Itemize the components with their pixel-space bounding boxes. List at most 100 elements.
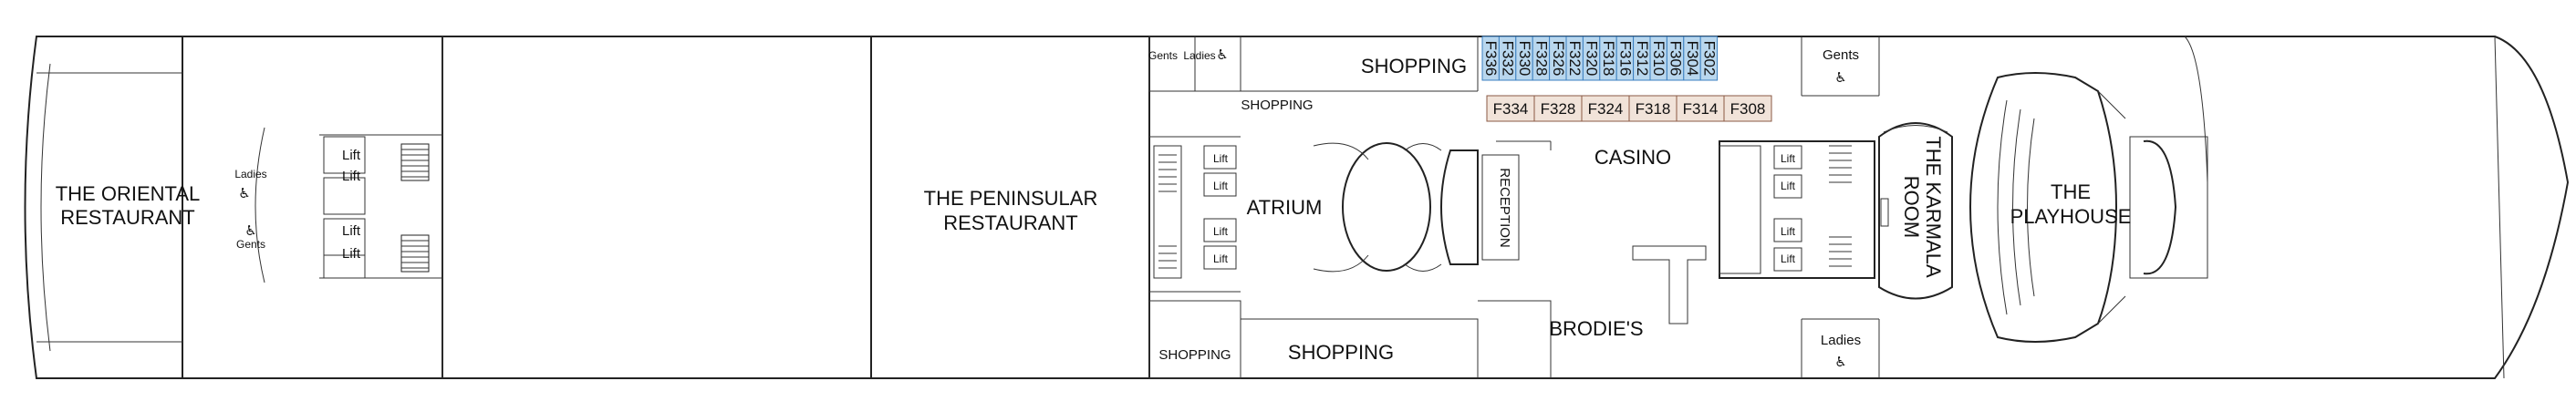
cabin-tan-box[interactable] bbox=[1676, 95, 1725, 122]
lift-label: Lift bbox=[342, 223, 361, 239]
cabin-blue[interactable]: F310 bbox=[1649, 36, 1667, 81]
cabin-blue[interactable]: F318 bbox=[1599, 36, 1617, 81]
lift-label: Lift bbox=[1213, 180, 1229, 192]
ladies-label-oriental: Ladies bbox=[234, 168, 266, 180]
oriental-restaurant-area: THE ORIENTAL RESTAURANT Ladies ♿ ♿ Gents… bbox=[36, 36, 443, 379]
cabin-blue-label: F318 bbox=[1600, 41, 1617, 77]
cabin-tan[interactable]: F328 bbox=[1533, 95, 1583, 122]
oriental-restaurant-label-2: RESTAURANT bbox=[60, 206, 195, 229]
karmala-room-area: THE KARMALA ROOM bbox=[1878, 122, 1953, 300]
cabin-blue-label: F306 bbox=[1667, 41, 1685, 77]
cabin-blue[interactable]: F306 bbox=[1666, 36, 1685, 81]
cabin-tan[interactable]: F314 bbox=[1676, 95, 1725, 122]
cabin-blue[interactable]: F328 bbox=[1532, 36, 1550, 81]
cabin-blue[interactable]: F332 bbox=[1498, 36, 1517, 81]
atrium-label: ATRIUM bbox=[1247, 196, 1323, 219]
lift-label: Lift bbox=[1213, 252, 1229, 265]
cabin-blue-label: F312 bbox=[1634, 41, 1651, 77]
atrium-stair-left bbox=[1158, 154, 1177, 269]
cabin-blue-box[interactable] bbox=[1699, 36, 1719, 81]
gents-label-atrium: Gents bbox=[1148, 49, 1178, 62]
cabin-tan-label: F314 bbox=[1683, 100, 1719, 118]
cabin-blue[interactable]: F320 bbox=[1582, 36, 1601, 81]
playhouse-area: THE PLAYHOUSE bbox=[1968, 72, 2208, 343]
cabin-blue[interactable]: F304 bbox=[1683, 36, 1701, 81]
stern-curve bbox=[40, 63, 51, 352]
cabin-blue-label: F322 bbox=[1566, 41, 1584, 77]
peninsular-restaurant-label-2: RESTAURANT bbox=[943, 211, 1078, 234]
cabin-blue[interactable]: F322 bbox=[1565, 36, 1584, 81]
cabin-tan-label: F334 bbox=[1493, 100, 1529, 118]
casino-label: CASINO bbox=[1594, 146, 1671, 169]
playhouse-label-1: THE bbox=[2051, 180, 2091, 203]
cabin-blue-label: F302 bbox=[1700, 41, 1718, 77]
hull-outline bbox=[24, 36, 2570, 379]
atrium-zone: SHOPPING SHOPPING SHOPPING SHOPPING ATRI… bbox=[1148, 36, 1479, 379]
cabin-tan-label: F328 bbox=[1541, 100, 1576, 118]
cabin-blue-label: F328 bbox=[1532, 41, 1550, 77]
cabin-blue-label: F316 bbox=[1616, 41, 1634, 77]
wheelchair-icon: ♿ bbox=[244, 223, 256, 239]
reception-area: RECEPTION bbox=[1440, 149, 1520, 265]
shopping-label-top: SHOPPING bbox=[1361, 55, 1467, 77]
cabin-blue-label: F320 bbox=[1584, 41, 1601, 77]
karmala-label-1: THE KARMALA bbox=[1922, 136, 1945, 278]
cabin-tan-box[interactable] bbox=[1723, 95, 1772, 122]
karmala-label-2: ROOM bbox=[1900, 176, 1923, 238]
cabin-blue-label: F336 bbox=[1482, 41, 1500, 77]
lift-label: Lift bbox=[1781, 252, 1796, 265]
peninsular-restaurant-area: THE PENINSULAR RESTAURANT bbox=[870, 36, 1150, 379]
cabin-blue-label: F330 bbox=[1516, 41, 1533, 77]
wheelchair-icon: ♿ bbox=[238, 186, 250, 201]
bow-curve bbox=[2184, 36, 2208, 183]
cabin-tan-label: F318 bbox=[1636, 100, 1671, 118]
cabin-blue-label: F332 bbox=[1500, 41, 1517, 77]
lift-label: Lift bbox=[1213, 152, 1229, 165]
brodies-label: BRODIE'S bbox=[1549, 317, 1643, 340]
cabin-tan-box[interactable] bbox=[1486, 95, 1535, 122]
aft-lift-core: Lift Lift Lift Lift bbox=[1719, 140, 1875, 279]
cabin-tan-label: F324 bbox=[1588, 100, 1624, 118]
wheelchair-icon: ♿ bbox=[1834, 355, 1846, 370]
wheelchair-icon: ♿ bbox=[1216, 47, 1228, 63]
cabin-blue-label: F310 bbox=[1650, 41, 1667, 77]
lift-label: Lift bbox=[342, 169, 361, 184]
wheelchair-icon: ♿ bbox=[1834, 70, 1846, 86]
cabin-tan[interactable]: F334 bbox=[1486, 95, 1535, 122]
cabin-tan[interactable]: F318 bbox=[1628, 95, 1678, 122]
lift-label: Lift bbox=[1781, 225, 1796, 238]
cabin-tan[interactable]: F324 bbox=[1581, 95, 1630, 122]
forward-toilets: Gents ♿ Ladies ♿ bbox=[1801, 36, 1880, 378]
cabin-blue[interactable]: F312 bbox=[1633, 36, 1651, 81]
reception-label: RECEPTION bbox=[1497, 168, 1512, 248]
cabin-blue[interactable]: F336 bbox=[1481, 36, 1500, 81]
stair-left-oriental bbox=[400, 143, 430, 273]
playhouse-label-2: PLAYHOUSE bbox=[2010, 205, 2132, 228]
gents-label-oriental: Gents bbox=[236, 238, 265, 251]
ladies-label-forward: Ladies bbox=[1821, 333, 1861, 348]
cabin-blue[interactable]: F302 bbox=[1699, 36, 1719, 81]
cabins-tan-row: F334 F328 F324 F318 F314 F308 bbox=[1486, 95, 1772, 122]
gents-label-forward: Gents bbox=[1823, 47, 1859, 63]
lift-label: Lift bbox=[1781, 152, 1796, 165]
cabin-blue[interactable]: F330 bbox=[1515, 36, 1533, 81]
cabin-blue[interactable]: F326 bbox=[1549, 36, 1567, 81]
shopping-label-mid: SHOPPING bbox=[1241, 98, 1313, 113]
hull-inner-line bbox=[2494, 36, 2505, 379]
cabin-tan-label: F308 bbox=[1730, 100, 1766, 118]
cabin-blue-label: F326 bbox=[1550, 41, 1567, 77]
lift-label: Lift bbox=[1781, 180, 1796, 192]
cabin-tan-box[interactable] bbox=[1533, 95, 1583, 122]
oriental-restaurant-label-1: THE ORIENTAL bbox=[56, 182, 201, 205]
cabin-blue[interactable]: F316 bbox=[1615, 36, 1634, 81]
shopping-label-bottom-left: SHOPPING bbox=[1158, 347, 1231, 363]
casino-area: CASINO BRODIE'S bbox=[1478, 140, 1707, 378]
shopping-label-bottom: SHOPPING bbox=[1288, 341, 1394, 364]
lift-label: Lift bbox=[342, 148, 361, 163]
lift-label: Lift bbox=[1213, 225, 1229, 238]
cabin-blue-label: F304 bbox=[1684, 41, 1701, 77]
lift-label: Lift bbox=[342, 246, 361, 262]
cabin-tan[interactable]: F308 bbox=[1723, 95, 1772, 122]
